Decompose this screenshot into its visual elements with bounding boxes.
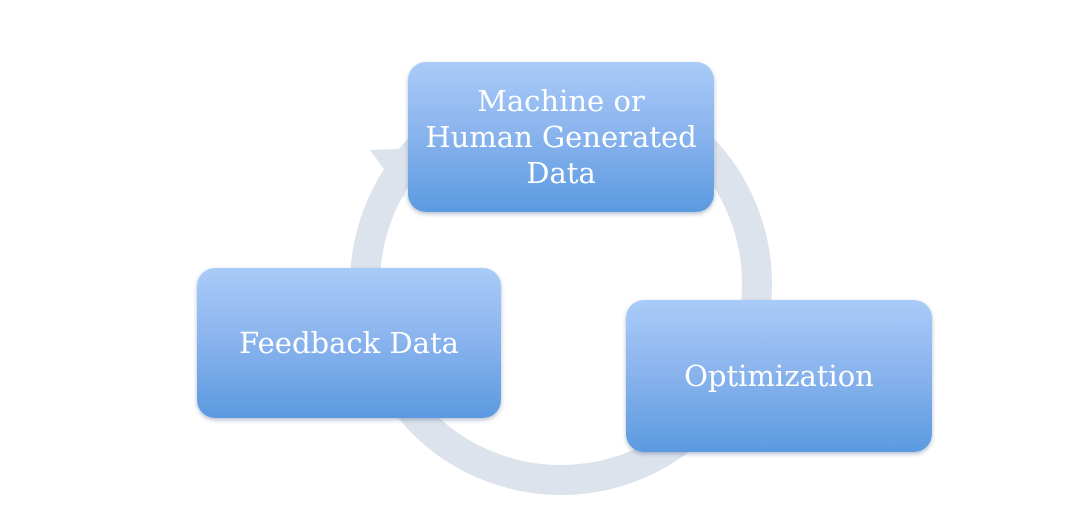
node-label: Machine or Human Generated Data xyxy=(425,84,697,190)
cycle-arrowhead xyxy=(370,148,417,197)
node-machine-or-human-generated-data: Machine or Human Generated Data xyxy=(408,62,714,212)
node-label: Optimization xyxy=(684,359,874,393)
node-optimization: Optimization xyxy=(626,300,932,452)
node-label: Feedback Data xyxy=(239,326,459,360)
node-feedback-data: Feedback Data xyxy=(197,268,501,418)
